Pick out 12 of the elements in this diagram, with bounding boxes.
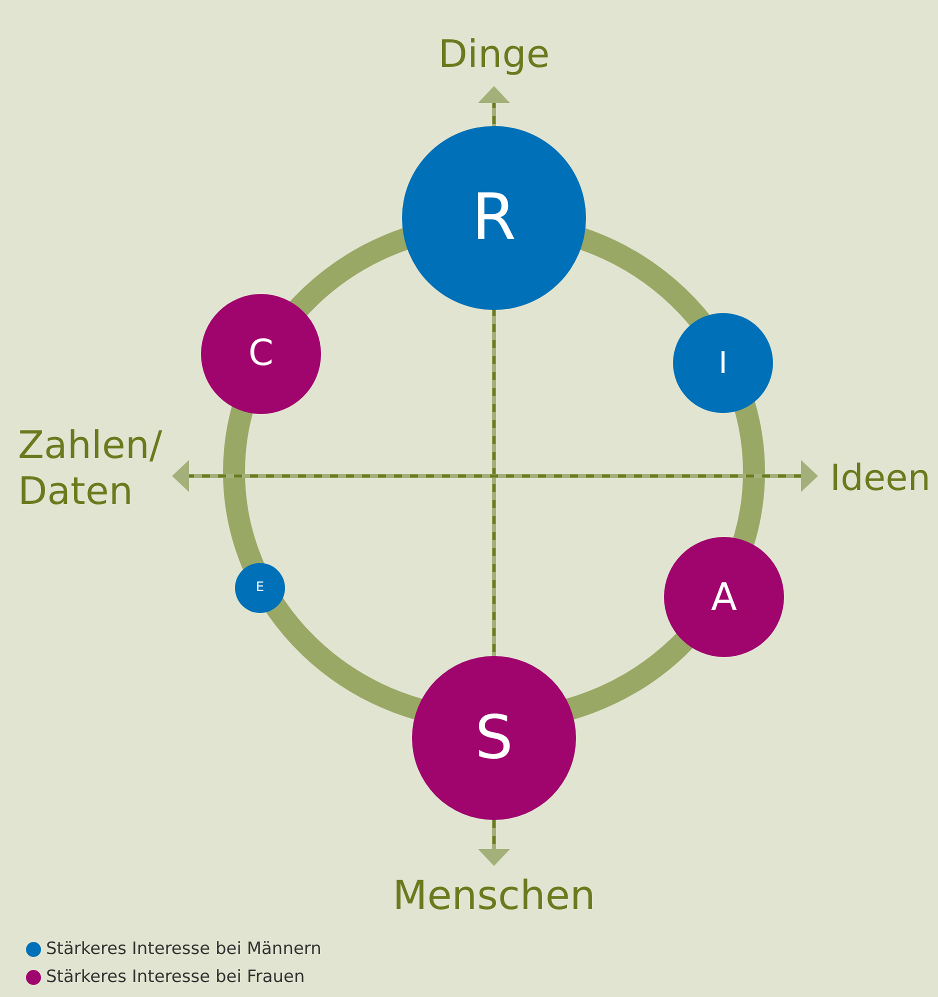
axis-label: Ideen (830, 457, 932, 501)
circle-letter: E (256, 579, 264, 598)
legend-text: Stärkeres Interesse bei Frauen (46, 966, 305, 988)
axis-label: Menschen (392, 872, 596, 921)
circle-letter: C (248, 332, 274, 376)
circle-letter: A (711, 574, 737, 620)
axis-label: Zahlen/ Daten (18, 422, 164, 514)
axis-label: Dinge (437, 31, 551, 78)
circle-letter: I (718, 344, 728, 382)
legend-text: Stärkeres Interesse bei Männern (46, 938, 322, 960)
circle-letter: R (472, 180, 516, 257)
circle-letter: S (474, 702, 514, 775)
